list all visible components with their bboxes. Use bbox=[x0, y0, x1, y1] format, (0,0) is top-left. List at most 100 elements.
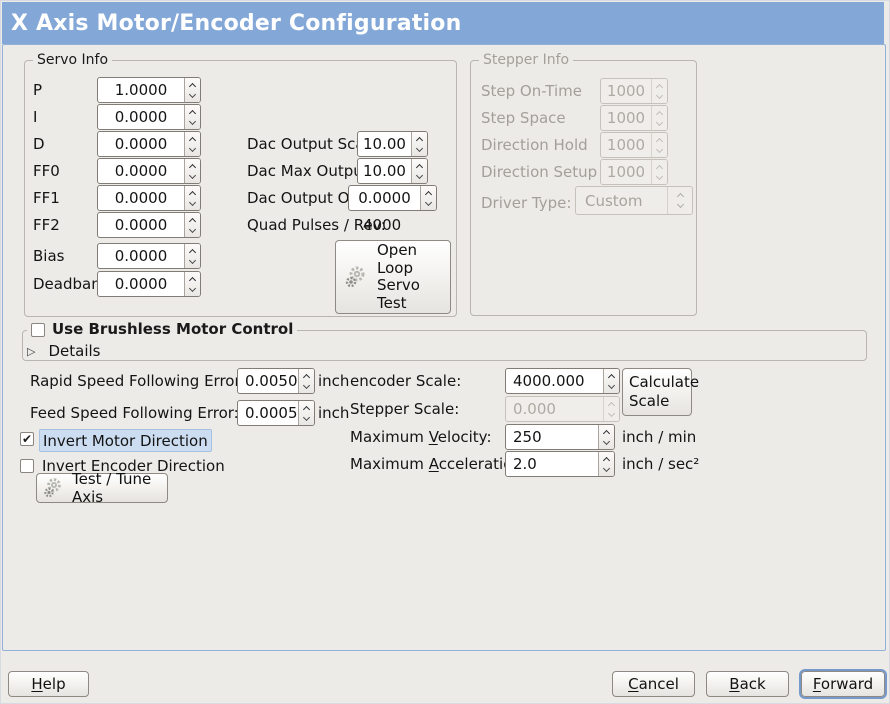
ff2-spinbox[interactable]: 0.0000 bbox=[97, 212, 201, 238]
spinner-buttons[interactable] bbox=[184, 132, 200, 156]
stepper-scale-label: Stepper Scale: bbox=[350, 400, 460, 418]
spin-up-icon bbox=[188, 248, 197, 256]
invert-motor-checkbox[interactable]: ✔ bbox=[20, 432, 34, 446]
d-spinbox[interactable]: 0.0000 bbox=[97, 131, 201, 157]
spinner-buttons[interactable] bbox=[411, 159, 427, 183]
servo-info-group: Servo Info bbox=[24, 51, 457, 317]
brushless-legend: Use Brushless Motor Control bbox=[27, 320, 298, 339]
spin-down-icon bbox=[188, 256, 197, 264]
spinner-buttons[interactable] bbox=[411, 132, 427, 156]
dac-output-scale-spinbox[interactable]: 10.00 bbox=[357, 131, 428, 157]
content-frame bbox=[2, 44, 886, 651]
p-label: P bbox=[33, 81, 43, 99]
deadband-spinbox[interactable]: 0.0000 bbox=[97, 271, 201, 297]
spinner-buttons[interactable] bbox=[184, 213, 200, 237]
cancel-button[interactable]: Cancel bbox=[612, 671, 695, 697]
dac-max-output-label: Dac Max Output: bbox=[247, 162, 374, 180]
driver-type-select: Custom bbox=[575, 186, 693, 215]
bias-label: Bias bbox=[33, 247, 65, 265]
rapid-following-error-label: Rapid Speed Following Error: bbox=[30, 372, 246, 390]
dac-max-output-spinbox[interactable]: 10.00 bbox=[357, 158, 428, 184]
feed-following-error-unit: inch bbox=[318, 404, 350, 422]
dac-output-offset-spinbox[interactable]: 0.0000 bbox=[348, 185, 437, 211]
spin-down-icon bbox=[415, 144, 424, 152]
direction-setup-spinbox: 1000 bbox=[600, 159, 668, 185]
spin-up-icon bbox=[188, 109, 197, 117]
spin-down-icon bbox=[188, 171, 197, 179]
step-on-time-spinbox: 1000 bbox=[600, 78, 668, 104]
invert-encoder-checkbox[interactable] bbox=[20, 459, 34, 473]
spinner-buttons[interactable] bbox=[603, 369, 619, 393]
max-acceleration-spinbox[interactable]: 2.0 bbox=[505, 451, 615, 477]
spin-up-icon bbox=[188, 276, 197, 284]
open-loop-servo-test-button[interactable]: Open Loop Servo Test bbox=[335, 240, 451, 314]
spinner-buttons[interactable] bbox=[184, 272, 200, 296]
spin-up-icon bbox=[424, 190, 433, 198]
stepper-info-group: Stepper Info bbox=[470, 51, 697, 316]
spin-down-icon bbox=[424, 198, 433, 206]
calculate-scale-button[interactable]: Calculate Scale bbox=[622, 368, 700, 416]
quad-pulses-label: Quad Pulses / Rev: bbox=[247, 216, 386, 234]
spinner-buttons[interactable] bbox=[298, 401, 314, 425]
spinner-buttons bbox=[603, 397, 619, 421]
spin-down-icon bbox=[188, 284, 197, 292]
spinner-buttons[interactable] bbox=[598, 425, 614, 449]
back-button[interactable]: Back bbox=[706, 671, 789, 697]
rapid-following-error-spinbox[interactable]: 0.0050 bbox=[237, 368, 315, 394]
stepper-scale-spinbox: 0.000 bbox=[505, 396, 620, 422]
spinner-buttons[interactable] bbox=[184, 244, 200, 268]
max-velocity-spinbox[interactable]: 250 bbox=[505, 424, 615, 450]
direction-setup-label: Direction Setup bbox=[481, 163, 598, 181]
spin-down-icon bbox=[655, 145, 664, 153]
spinner-buttons[interactable] bbox=[184, 78, 200, 102]
invert-encoder-label[interactable]: Invert Encoder Direction bbox=[42, 457, 225, 475]
spinner-buttons[interactable] bbox=[184, 186, 200, 210]
spin-up-icon bbox=[188, 136, 197, 144]
step-space-spinbox: 1000 bbox=[600, 105, 668, 131]
test-tune-axis-button[interactable]: Test / Tune Axis bbox=[36, 470, 168, 506]
spin-up-icon bbox=[607, 401, 616, 409]
spin-down-icon bbox=[188, 198, 197, 206]
forward-button[interactable]: Forward bbox=[799, 669, 887, 699]
spinner-buttons[interactable] bbox=[298, 369, 314, 393]
spinner-buttons[interactable] bbox=[420, 186, 436, 210]
brushless-group: Use Brushless Motor Control bbox=[22, 320, 867, 361]
details-expander[interactable]: ▷ Details bbox=[27, 342, 100, 360]
ff0-spinbox[interactable]: 0.0000 bbox=[97, 158, 201, 184]
max-velocity-label: Maximum Velocity: bbox=[350, 428, 492, 446]
driver-type-label: Driver Type: bbox=[481, 193, 572, 212]
help-button[interactable]: Help bbox=[8, 671, 89, 697]
rapid-following-error-unit: inch bbox=[318, 372, 350, 390]
spin-up-icon bbox=[655, 110, 664, 118]
spin-down-icon bbox=[302, 381, 311, 389]
spin-down-icon bbox=[602, 464, 611, 472]
calculate-scale-label: Calculate Scale bbox=[629, 373, 700, 410]
encoder-scale-spinbox[interactable]: 4000.000 bbox=[505, 368, 620, 394]
details-label: Details bbox=[48, 342, 101, 360]
stepper-info-legend: Stepper Info bbox=[479, 51, 574, 70]
spin-down-icon bbox=[607, 381, 616, 389]
use-brushless-checkbox[interactable] bbox=[31, 322, 45, 337]
direction-hold-spinbox: 1000 bbox=[600, 132, 668, 158]
ff1-spinbox[interactable]: 0.0000 bbox=[97, 185, 201, 211]
feed-following-error-spinbox[interactable]: 0.0005 bbox=[237, 400, 315, 426]
spinner-buttons bbox=[651, 133, 667, 157]
use-brushless-label: Use Brushless Motor Control bbox=[52, 320, 294, 338]
spin-down-icon bbox=[602, 437, 611, 445]
spin-up-icon bbox=[602, 456, 611, 464]
spin-up-icon bbox=[188, 190, 197, 198]
spinner-buttons[interactable] bbox=[598, 452, 614, 476]
spinner-buttons[interactable] bbox=[184, 105, 200, 129]
i-spinbox[interactable]: 0.0000 bbox=[97, 104, 201, 130]
bias-spinbox[interactable]: 0.0000 bbox=[97, 243, 201, 269]
spinner-buttons[interactable] bbox=[184, 159, 200, 183]
deadband-label: Deadband bbox=[33, 275, 111, 293]
window-titlebar: X Axis Motor/Encoder Configuration bbox=[2, 2, 884, 44]
spin-down-icon bbox=[655, 172, 664, 180]
p-spinbox[interactable]: 1.0000 bbox=[97, 77, 201, 103]
page-title: X Axis Motor/Encoder Configuration bbox=[11, 10, 462, 36]
invert-motor-label[interactable]: Invert Motor Direction bbox=[39, 429, 212, 452]
spin-up-icon bbox=[415, 136, 424, 144]
test-tune-axis-label: Test / Tune Axis bbox=[72, 470, 152, 506]
spin-up-icon bbox=[188, 217, 197, 225]
